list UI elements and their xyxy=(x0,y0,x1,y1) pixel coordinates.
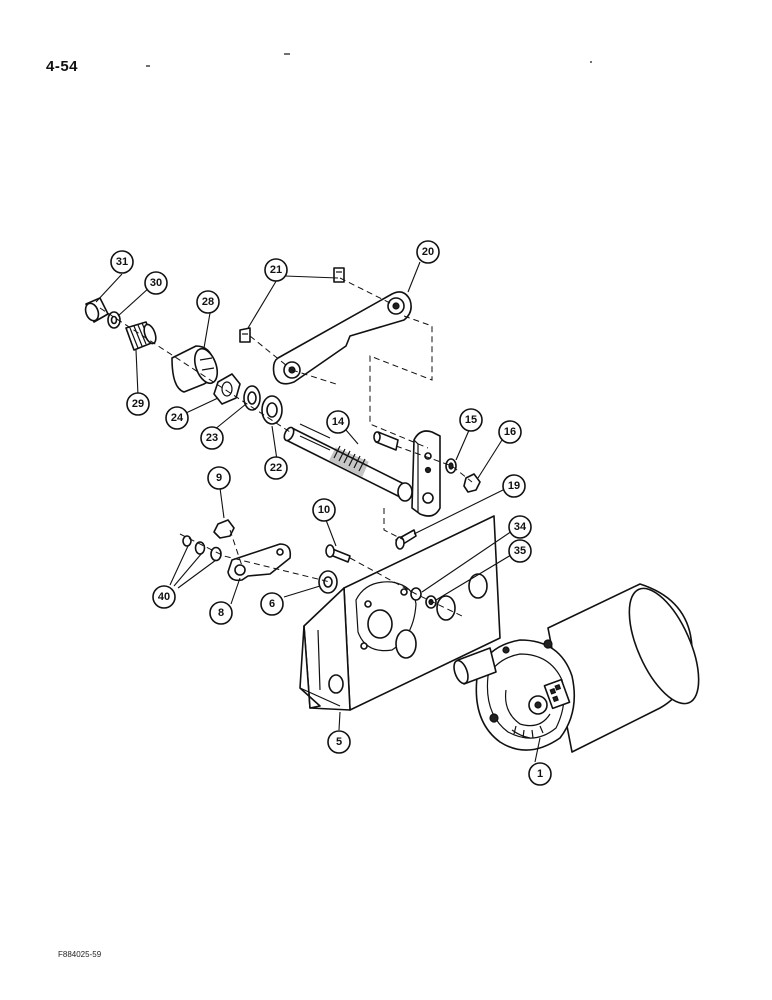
cap-nut-31 xyxy=(84,297,109,323)
callout-24: 24 xyxy=(165,406,189,430)
callout-22: 22 xyxy=(264,456,288,480)
svg-text:29: 29 xyxy=(132,398,144,410)
callout-9: 9 xyxy=(207,466,231,490)
callout-6: 6 xyxy=(260,592,284,616)
callout-8: 8 xyxy=(209,601,233,625)
callout-14: 14 xyxy=(326,410,350,434)
callout-19: 19 xyxy=(502,474,526,498)
callout-34: 34 xyxy=(508,515,532,539)
svg-text:20: 20 xyxy=(422,246,434,258)
callout-28: 28 xyxy=(196,290,220,314)
callout-15: 15 xyxy=(459,408,483,432)
svg-text:8: 8 xyxy=(218,607,224,619)
callout-35: 35 xyxy=(508,539,532,563)
wiper-motor xyxy=(453,583,700,753)
crank-shaft xyxy=(283,423,409,499)
knurled-nut-29 xyxy=(125,321,157,351)
callout-40: 40 xyxy=(152,585,176,609)
figure-code: F884025-59 xyxy=(58,950,102,959)
callout-20: 20 xyxy=(416,240,440,264)
boss-28 xyxy=(171,345,219,393)
washer-15 xyxy=(445,458,457,474)
callout-10: 10 xyxy=(312,498,336,522)
callout-1: 1 xyxy=(528,762,552,786)
mounting-bracket xyxy=(299,515,501,711)
svg-text:30: 30 xyxy=(150,277,162,289)
callout-30: 30 xyxy=(144,271,168,295)
callout-16: 16 xyxy=(498,420,522,444)
svg-text:34: 34 xyxy=(514,521,527,533)
leader-lines xyxy=(95,261,541,763)
svg-text:22: 22 xyxy=(270,462,282,474)
nut-35 xyxy=(425,595,437,609)
svg-text:15: 15 xyxy=(465,414,477,426)
svg-text:1: 1 xyxy=(537,768,543,780)
nut-9 xyxy=(213,519,235,539)
svg-text:24: 24 xyxy=(171,412,184,424)
link-arm xyxy=(272,291,412,385)
callout-5: 5 xyxy=(327,730,351,754)
svg-text:28: 28 xyxy=(202,296,214,308)
svg-text:40: 40 xyxy=(158,591,170,603)
svg-text:31: 31 xyxy=(116,256,128,268)
svg-text:21: 21 xyxy=(270,264,282,276)
callout-31: 31 xyxy=(110,250,134,274)
svg-text:6: 6 xyxy=(269,598,275,610)
nut-24 xyxy=(213,373,241,405)
callout-21: 21 xyxy=(264,258,288,282)
page-number: 4-54 xyxy=(46,58,79,75)
stud-pin xyxy=(373,431,399,451)
callout-29: 29 xyxy=(126,392,150,416)
svg-text:14: 14 xyxy=(332,416,345,428)
svg-text:19: 19 xyxy=(508,480,520,492)
svg-text:5: 5 xyxy=(336,736,342,748)
washer-30 xyxy=(107,311,121,329)
screw-19 xyxy=(395,529,417,550)
washer-6 xyxy=(318,570,338,594)
assembly-lines xyxy=(99,277,473,617)
callout-23: 23 xyxy=(200,426,224,450)
crank-plate xyxy=(397,430,441,517)
svg-text:16: 16 xyxy=(504,426,516,438)
washers-40 xyxy=(182,535,222,562)
nut-16 xyxy=(463,473,481,493)
crank-lever-8 xyxy=(227,543,292,582)
svg-text:35: 35 xyxy=(514,545,526,557)
washer-23 xyxy=(243,385,261,411)
svg-text:23: 23 xyxy=(206,432,218,444)
washer-22 xyxy=(261,395,283,425)
bolt-10 xyxy=(325,544,351,563)
svg-text:9: 9 xyxy=(216,472,222,484)
svg-text:10: 10 xyxy=(318,504,330,516)
